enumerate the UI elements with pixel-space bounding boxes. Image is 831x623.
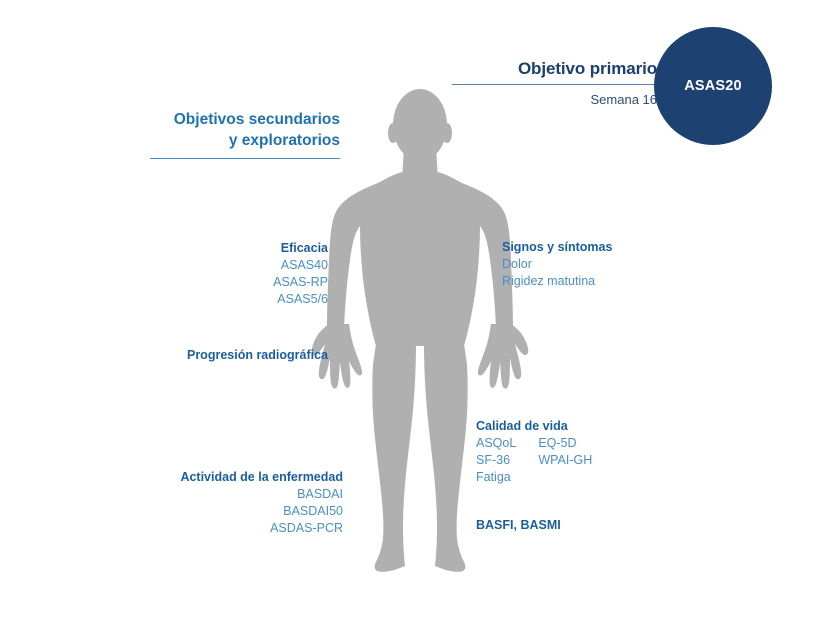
human-body-silhouette — [310, 88, 530, 583]
group-calidad-vida-item: Fatiga — [476, 469, 511, 484]
group-progresion-radiografica: Progresión radiográfica — [148, 347, 328, 364]
group-signos-sintomas-item: Dolor — [502, 256, 532, 271]
group-calidad-vida-item: WPAI-GH — [538, 452, 593, 467]
secondary-objectives-title: Objetivos secundarios y exploratorios — [150, 110, 340, 152]
group-actividad-enfermedad-item: BASDAI50 — [283, 503, 343, 518]
group-eficacia: Eficacia ASAS40 ASAS-RP ASAS5/6 — [218, 240, 328, 308]
group-actividad-enfermedad-title: Actividad de la enfermedad — [180, 470, 343, 484]
group-calidad-vida-item: ASQoL — [476, 435, 517, 450]
group-calidad-vida-title: Calidad de vida — [476, 419, 568, 433]
group-calidad-vida-column-1: ASQoL SF-36 Fatiga — [476, 435, 516, 486]
group-calidad-vida-columns: ASQoL SF-36 Fatiga EQ-5D WPAI-GH — [476, 435, 666, 486]
secondary-objectives-block: Objetivos secundarios y exploratorios — [150, 110, 340, 160]
primary-endpoint-badge: ASAS20 — [654, 27, 772, 145]
group-eficacia-item: ASAS5/6 — [277, 291, 328, 306]
primary-objective-block: Objetivo primario Semana 16 — [452, 58, 657, 108]
secondary-objectives-title-line1: Objetivos secundarios — [173, 111, 340, 128]
primary-objective-subtitle: Semana 16 — [590, 92, 658, 108]
group-actividad-enfermedad-item: BASDAI — [297, 486, 343, 501]
secondary-objectives-divider — [150, 157, 340, 160]
group-actividad-enfermedad: Actividad de la enfermedad BASDAI BASDAI… — [138, 469, 343, 537]
primary-objective-title: Objetivo primario — [517, 59, 657, 78]
group-basfi-basmi-title: BASFI, BASMI — [476, 518, 561, 532]
group-calidad-vida: Calidad de vida ASQoL SF-36 Fatiga EQ-5D… — [476, 418, 666, 486]
group-signos-sintomas-title: Signos y síntomas — [502, 240, 613, 254]
group-progresion-radiografica-title: Progresión radiográfica — [186, 348, 328, 362]
secondary-objectives-title-line2: y exploratorios — [228, 131, 340, 149]
group-calidad-vida-item: SF-36 — [476, 452, 511, 467]
group-eficacia-item: ASAS-RP — [273, 274, 328, 289]
group-basfi-basmi: BASFI, BASMI — [476, 517, 636, 534]
group-eficacia-title: Eficacia — [280, 241, 328, 255]
primary-endpoint-label: ASAS20 — [684, 78, 742, 94]
group-calidad-vida-item: EQ-5D — [538, 435, 577, 450]
group-signos-sintomas: Signos y síntomas Dolor Rigidez matutina — [502, 239, 682, 290]
primary-objective-divider — [452, 84, 657, 86]
group-signos-sintomas-item: Rigidez matutina — [502, 273, 596, 288]
group-actividad-enfermedad-item: ASDAS-PCR — [270, 520, 343, 535]
group-calidad-vida-column-2: EQ-5D WPAI-GH — [538, 435, 592, 486]
group-eficacia-item: ASAS40 — [280, 257, 328, 272]
